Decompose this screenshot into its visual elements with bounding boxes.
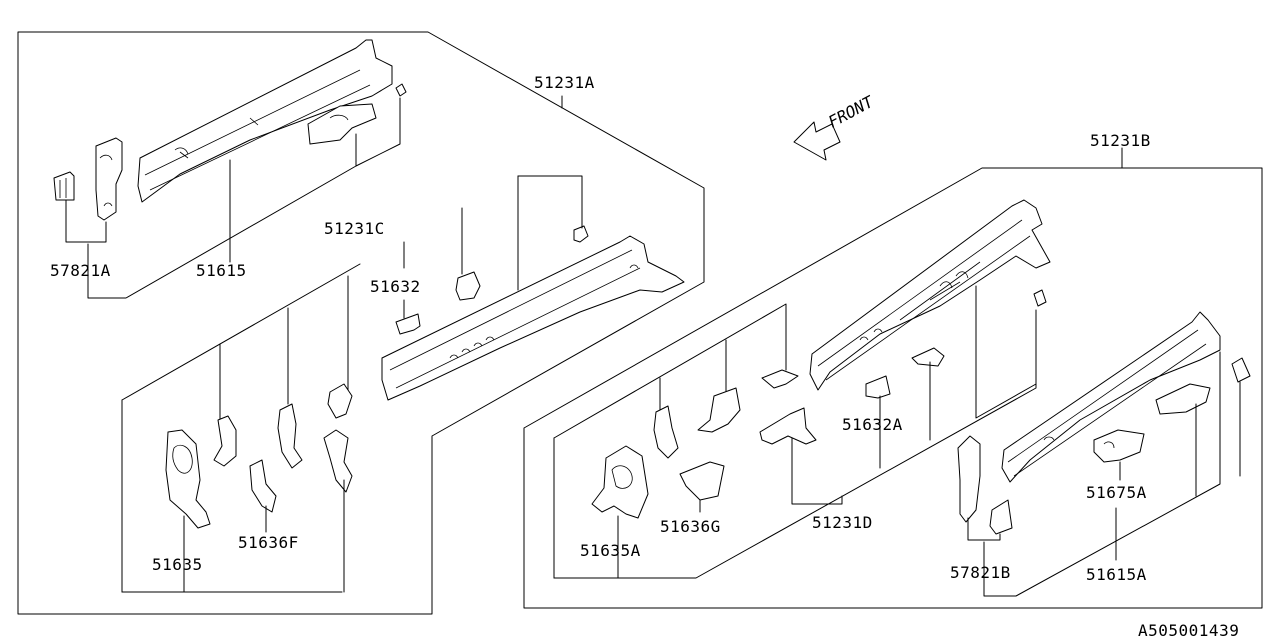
front-label: FRONT xyxy=(825,92,878,132)
part-57821A xyxy=(53,133,357,299)
label-57821B: 57821B xyxy=(950,563,1011,582)
label-51635A: 51635A xyxy=(580,541,641,560)
part-51231C-rail xyxy=(381,225,685,401)
part-51635-group xyxy=(165,383,353,593)
part-51231D-rail xyxy=(809,199,1051,399)
leaders-51231C xyxy=(219,175,583,421)
frame-51231B xyxy=(523,147,1263,609)
label-51231A: 51231A xyxy=(534,73,595,92)
label-51615A: 51615A xyxy=(1086,565,1147,584)
label-51231B: 51231B xyxy=(1090,131,1151,150)
label-51636G: 51636G xyxy=(660,517,721,536)
leaders-left-upper xyxy=(229,95,563,263)
leaders-right xyxy=(659,285,1037,505)
label-57821A: 57821A xyxy=(50,261,111,280)
label-51615: 51615 xyxy=(196,261,247,280)
part-51615A-rail xyxy=(1001,311,1251,483)
label-51231C: 51231C xyxy=(324,219,385,238)
label-51635: 51635 xyxy=(152,555,203,574)
label-51636F: 51636F xyxy=(238,533,299,552)
leaders-51615A xyxy=(1115,381,1241,561)
label-51632: 51632 xyxy=(370,277,421,296)
drawing-id: A505001439 xyxy=(1138,621,1239,640)
label-51231D: 51231D xyxy=(812,513,873,532)
frame-51231C xyxy=(121,263,361,593)
label-51675A: 51675A xyxy=(1086,483,1147,502)
frame-51231A xyxy=(17,31,705,615)
front-arrow: FRONT xyxy=(793,92,878,161)
part-51615-rail xyxy=(137,39,407,203)
part-51231D-brackets xyxy=(591,369,817,579)
label-51632A: 51632A xyxy=(842,415,903,434)
frame-51231D xyxy=(553,303,1037,579)
part-57821B xyxy=(957,351,1221,597)
